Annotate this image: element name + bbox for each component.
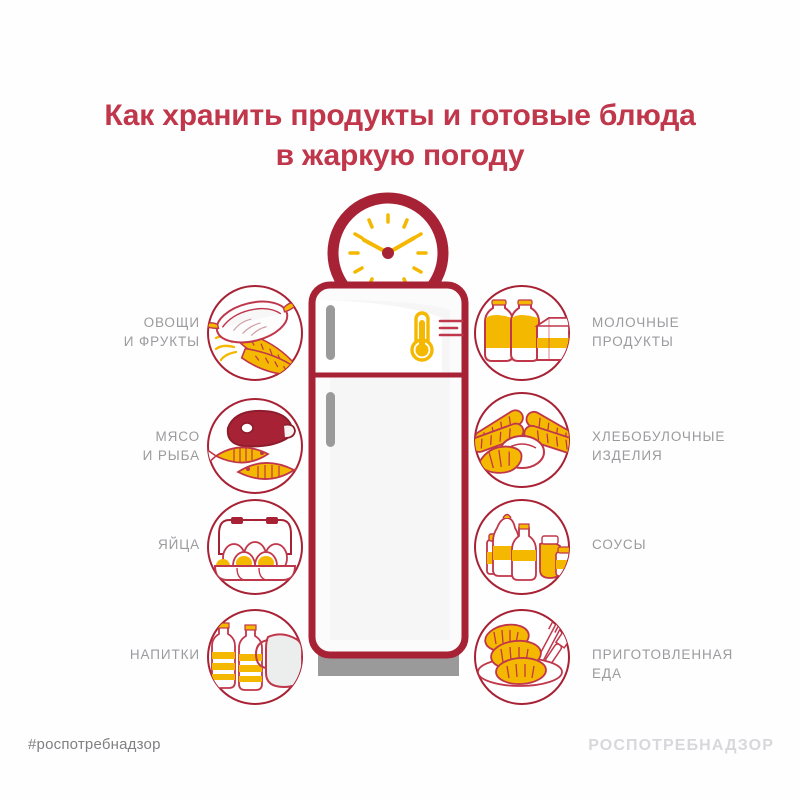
category-icon-dairy[interactable] <box>474 285 570 381</box>
brand-wordmark: РОСПОТРЕБНАДЗОР <box>588 737 774 754</box>
category-icon-vegetables[interactable] <box>203 285 306 384</box>
hashtag-text: #роспотребнадзор <box>28 736 161 753</box>
category-icon-eggs[interactable] <box>207 499 303 595</box>
category-label-vegetables: ОВОЩИ И ФРУКТЫ <box>123 315 200 349</box>
category-label-sauces: СОУСЫ <box>592 537 647 552</box>
page-title-line-2: в жаркую погоду <box>275 139 525 172</box>
thermometer-icon <box>410 311 434 362</box>
category-icon-drinks[interactable] <box>207 609 306 705</box>
page-title: Как хранить продукты и готовые блюда в ж… <box>0 96 800 176</box>
refrigerator-icon <box>308 281 469 676</box>
category-icon-sauces[interactable] <box>474 499 572 595</box>
category-label-meat-fish: МЯСО И РЫБА <box>142 429 200 463</box>
category-icon-cooked-food[interactable] <box>474 609 581 705</box>
category-icon-bakery[interactable] <box>470 392 579 488</box>
category-label-bakery: ХЛЕБОБУЛОЧНЫЕ ИЗДЕЛИЯ <box>592 429 726 463</box>
category-label-cooked-food: ПРИГОТОВЛЕННАЯ ЕДА <box>592 647 734 681</box>
category-label-drinks: НАПИТКИ <box>129 647 200 662</box>
page-title-line-1: Как хранить продукты и готовые блюда <box>104 99 696 132</box>
category-label-dairy: МОЛОЧНЫЕ ПРОДУКТЫ <box>592 315 680 349</box>
category-label-eggs: ЯЙЦА <box>157 537 200 552</box>
clock-icon <box>327 192 449 314</box>
category-icon-meat-fish[interactable] <box>206 398 304 494</box>
